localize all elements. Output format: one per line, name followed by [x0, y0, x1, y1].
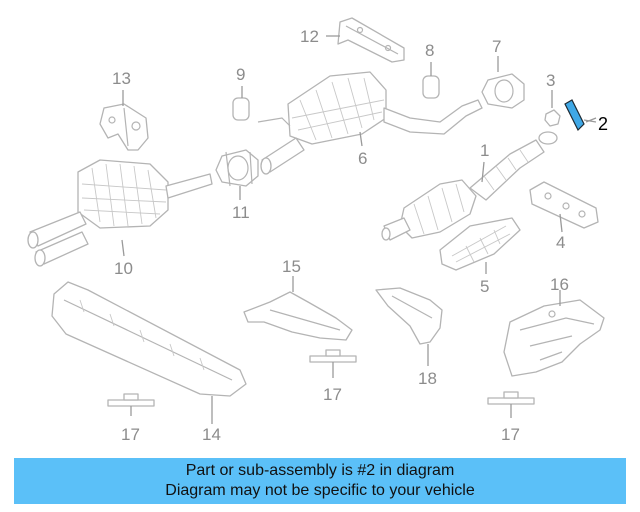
part-2-gasket [564, 99, 585, 132]
callout-9: 9 [236, 65, 245, 84]
part-4-heat-shield [529, 181, 599, 229]
part-17-clip-a [107, 393, 155, 407]
callout-10: 10 [114, 259, 133, 278]
part-6-center-muffler [257, 71, 483, 175]
part-5-heat-shield [439, 217, 521, 271]
part-3-nut [544, 109, 561, 127]
callout-8: 8 [425, 41, 434, 60]
part-13-bracket [99, 103, 149, 151]
part-16-bracket [503, 299, 605, 377]
callout-17-b: 17 [323, 385, 342, 404]
part-8-isolator [422, 75, 440, 99]
callout-13: 13 [112, 69, 131, 88]
callout-12: 12 [300, 27, 319, 46]
part-1-front-pipe [381, 131, 558, 241]
part-12-bracket [337, 17, 405, 63]
part-9-isolator [232, 97, 250, 121]
part-7-clamp [481, 73, 525, 109]
part-17-clip-c [487, 391, 535, 405]
banner-line-2: Diagram may not be specific to your vehi… [165, 482, 475, 499]
callout-17-c: 17 [501, 425, 520, 444]
part-14-heat-shield [51, 281, 247, 397]
callout-11: 11 [232, 203, 250, 222]
callout-5: 5 [480, 277, 489, 296]
callout-18: 18 [418, 369, 437, 388]
callout-3: 3 [546, 71, 555, 90]
callout-14: 14 [202, 425, 221, 444]
callout-1: 1 [480, 141, 489, 160]
part-11-clamp [215, 149, 259, 187]
exhaust-parts-diagram: 1 2 3 4 5 6 7 8 9 10 11 12 13 14 15 16 1… [27, 17, 608, 444]
part-15-heat-shield [243, 291, 353, 341]
callout-17-a: 17 [121, 425, 140, 444]
callout-2: 2 [598, 114, 608, 134]
banner-line-1: Part or sub-assembly is #2 in diagram [185, 462, 455, 479]
part-10-rear-muffler [27, 159, 213, 267]
leader-lines [121, 35, 597, 424]
part-17-clip-b [309, 349, 357, 363]
callout-4: 4 [556, 233, 565, 252]
callout-15: 15 [282, 257, 301, 276]
info-banner: Part or sub-assembly is #2 in diagram Di… [14, 458, 626, 504]
part-18-heat-shield [375, 287, 443, 345]
callout-7: 7 [492, 37, 501, 56]
callout-6: 6 [358, 149, 367, 168]
callout-16: 16 [550, 275, 569, 294]
